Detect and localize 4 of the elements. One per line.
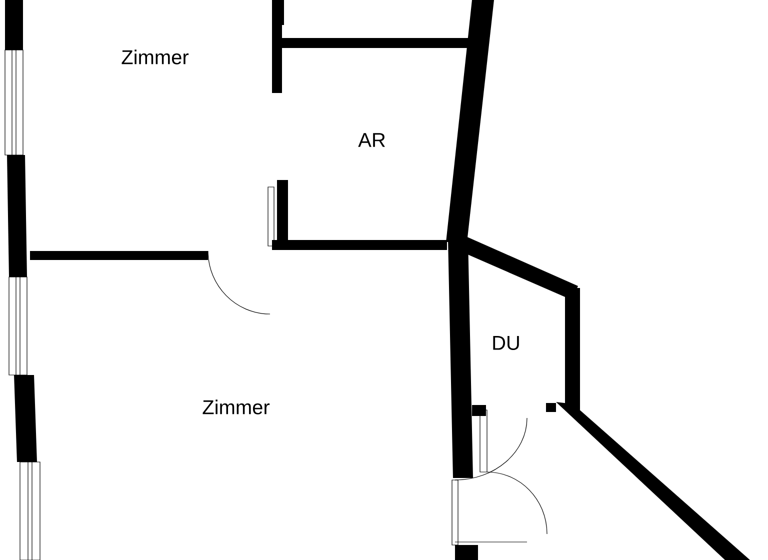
room-label: Zimmer: [122, 50, 189, 64]
room-label: DU: [493, 336, 519, 350]
room-label: Zimmer: [202, 400, 270, 414]
room-label: AR: [358, 133, 385, 147]
